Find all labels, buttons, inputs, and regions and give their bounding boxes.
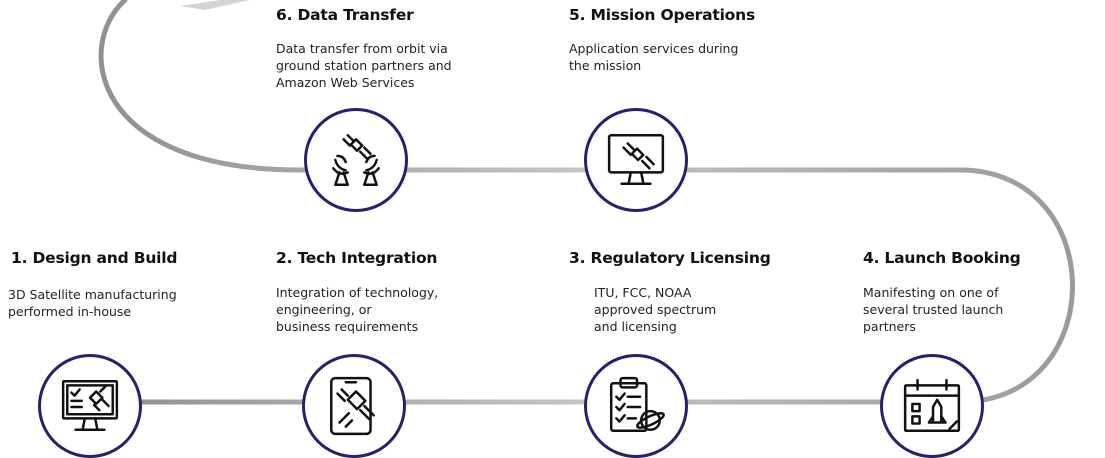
step-2-description: Integration of technology, engineering, … — [276, 285, 439, 334]
step-1-icon-circle — [38, 354, 142, 458]
step-4-icon-circle — [880, 354, 984, 458]
step-3-number: 3. — [569, 249, 586, 267]
step-5-icon-circle — [584, 108, 688, 212]
step-4-description: Manifesting on one of several trusted la… — [863, 285, 1004, 334]
step-2-title-text: Tech Integration — [297, 249, 438, 267]
monitor-satellite-icon — [61, 379, 119, 432]
step-5-title-text: Mission Operations — [590, 6, 755, 24]
monitor-satellite-icon — [607, 133, 665, 186]
step-2-icon-circle — [302, 354, 406, 458]
step-2-title: 2. Tech Integration — [276, 249, 437, 267]
step-1-number: 1. — [11, 249, 28, 267]
step-5-description: Application services during the mission — [569, 41, 739, 73]
clipboard-planet-icon — [609, 376, 665, 433]
step-6-icon-circle — [304, 108, 408, 212]
step-6-number: 6. — [276, 6, 293, 24]
calendar-rocket-icon — [903, 378, 961, 433]
step-2-number: 2. — [276, 249, 293, 267]
step-3-title: 3. Regulatory Licensing — [569, 249, 771, 267]
satellite-fragment — [180, 0, 250, 10]
step-6-description: Data transfer from orbit via ground stat… — [276, 41, 452, 90]
step-1-description: 3D Satellite manufacturing performed in-… — [8, 287, 177, 319]
step-5-number: 5. — [569, 6, 586, 24]
step-4-title-text: Launch Booking — [884, 249, 1021, 267]
step-4-title: 4. Launch Booking — [863, 249, 1021, 267]
step-1-title: 1. Design and Build — [11, 249, 177, 267]
step-4-number: 4. — [863, 249, 880, 267]
step-3-icon-circle — [584, 354, 688, 458]
step-3-title-text: Regulatory Licensing — [590, 249, 771, 267]
step-6-title: 6. Data Transfer — [276, 6, 414, 24]
step-1-title-text: Design and Build — [32, 249, 178, 267]
step-6-title-text: Data Transfer — [297, 6, 414, 24]
satellite-ground-station-icon — [332, 133, 380, 187]
step-5-title: 5. Mission Operations — [569, 6, 755, 24]
tablet-satellite-icon — [330, 376, 375, 436]
step-3-description: ITU, FCC, NOAA approved spectrum and lic… — [594, 285, 717, 334]
